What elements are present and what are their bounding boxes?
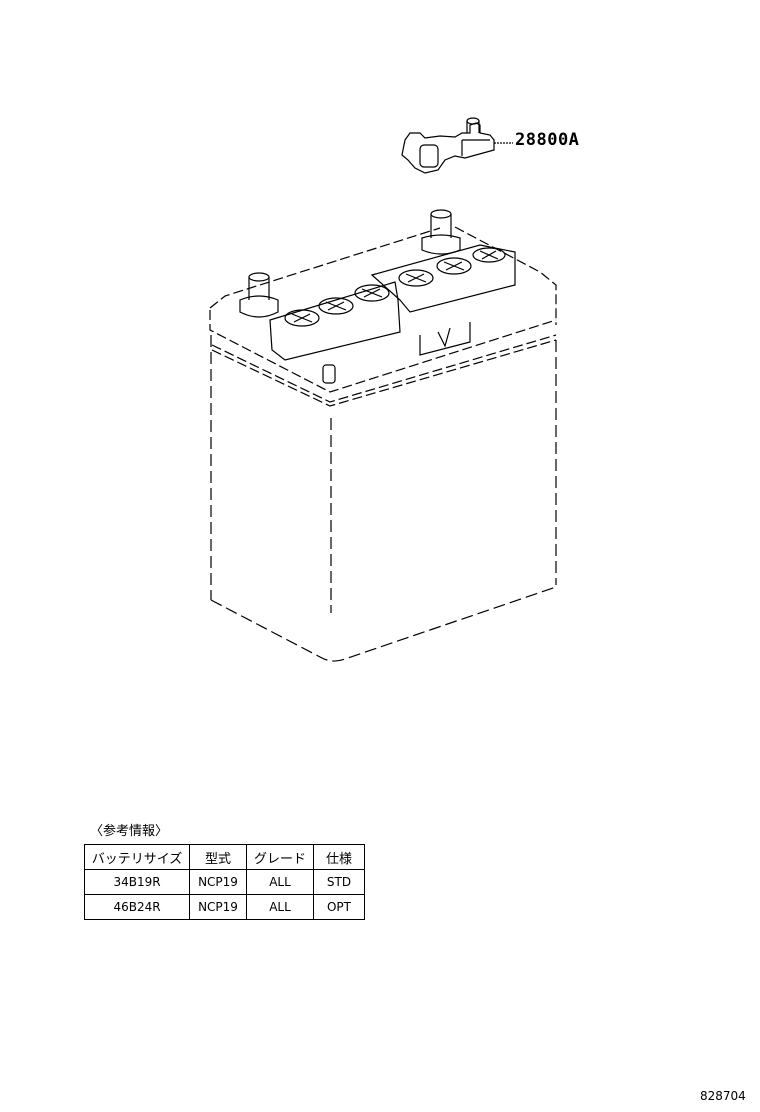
battery-lid [239, 209, 516, 384]
cell-spec: STD [313, 869, 365, 895]
table-row: 46B24R NCP19 ALL OPT [84, 894, 365, 920]
cell-model: NCP19 [189, 869, 247, 895]
battery-body [210, 335, 557, 662]
diagram-id: 828704 [700, 1089, 746, 1103]
header-spec: 仕様 [313, 844, 365, 870]
header-battery-size: バッテリサイズ [84, 844, 190, 870]
cell-battery-size: 46B24R [84, 894, 190, 920]
cell-model: NCP19 [189, 894, 247, 920]
cell-spec: OPT [313, 894, 365, 920]
table-header-row: バッテリサイズ 型式 グレード 仕様 [84, 844, 365, 870]
terminal-clamp-icon [401, 117, 513, 174]
cell-grade: ALL [246, 894, 314, 920]
header-model: 型式 [189, 844, 247, 870]
header-grade: グレード [246, 844, 314, 870]
battery-spec-table: バッテリサイズ 型式 グレード 仕様 34B19R NCP19 ALL STD … [84, 844, 365, 920]
table-row: 34B19R NCP19 ALL STD [84, 869, 365, 895]
cell-battery-size: 34B19R [84, 869, 190, 895]
cell-grade: ALL [246, 869, 314, 895]
callout-28800a[interactable]: 28800A [515, 130, 580, 150]
reference-info-title: 〈参考情報〉 [90, 824, 169, 839]
